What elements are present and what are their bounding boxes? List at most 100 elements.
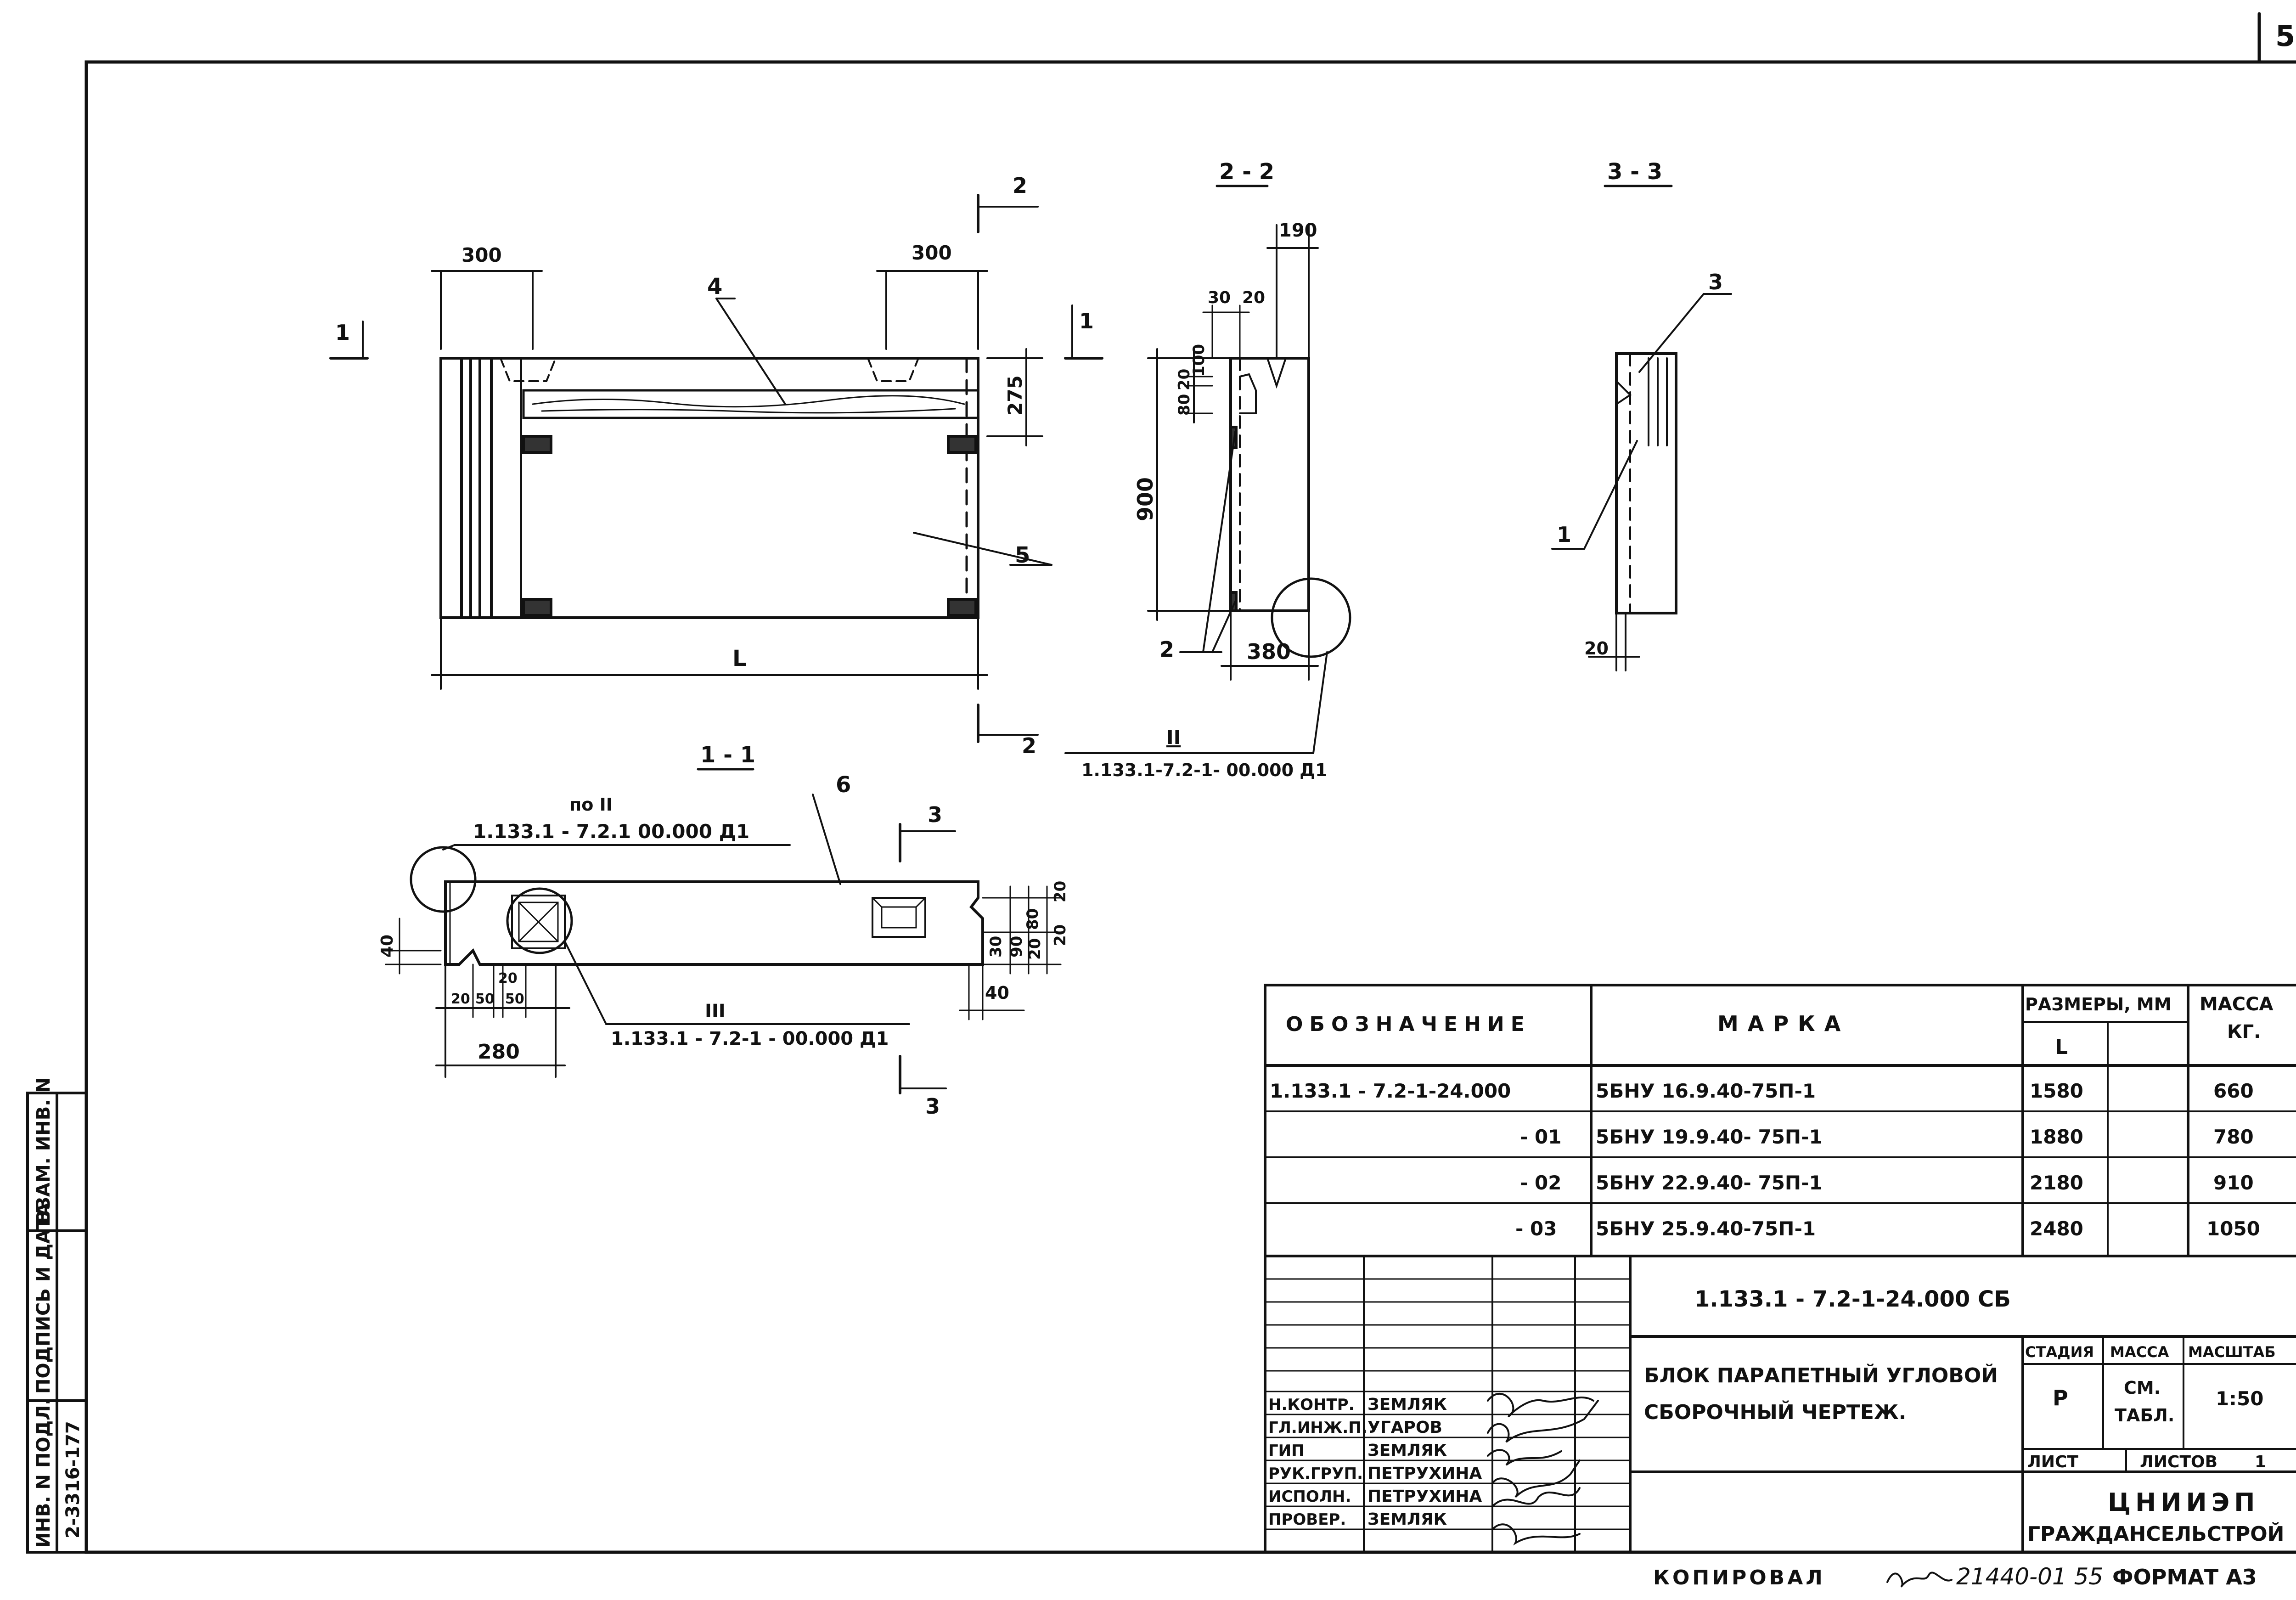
org-name-1: ЦНИИЭП	[2108, 1488, 2260, 1517]
sheet-frame	[84, 12, 2296, 1554]
s11-dim-r-30: 30	[987, 936, 1005, 958]
spec-header-mark: МАРКА	[1717, 1011, 1850, 1036]
spec-row-mark: 5БНУ 22.9.40- 75П-1	[1596, 1172, 1823, 1194]
staff-role: ГИП	[1268, 1442, 1305, 1460]
org-name-2: ГРАЖДАНСЕЛЬСТРОЙ	[2027, 1521, 2284, 1546]
staff-name: ПЕТРУХИНА	[1367, 1464, 1482, 1483]
plan-dim-right: 300	[912, 242, 952, 264]
s11-dim-r-40: 40	[985, 983, 1009, 1003]
s11-label-6: 6	[836, 772, 851, 798]
section-2-2-title: 2 - 2	[1219, 159, 1274, 185]
spec-header-mass: МАССА	[2200, 994, 2273, 1015]
cut-3-top: 3	[928, 802, 942, 827]
staff-role: РУК.ГРУП.	[1268, 1465, 1363, 1483]
section-3-3-title: 3 - 3	[1607, 159, 1662, 185]
copier-signature	[1886, 1572, 1953, 1588]
s22-dim-30: 30	[1208, 288, 1231, 307]
s22-dim-80: 80	[1175, 394, 1193, 416]
copy-note: 21440-01 55	[1956, 1563, 2103, 1590]
sheets-label: ЛИСТОВ	[2140, 1453, 2217, 1471]
spec-row-mass: 660	[2213, 1080, 2254, 1102]
s11-dim-r-20b: 20	[1051, 924, 1069, 946]
stage-label: СТАДИЯ	[2025, 1343, 2094, 1361]
sheets-value: 1	[2255, 1453, 2266, 1471]
spec-row-designation: 1.133.1 - 7.2-1-24.000	[1270, 1080, 1511, 1102]
staff-role: Н.КОНТР.	[1268, 1396, 1355, 1414]
left-strip-vzam: ВЗАМ. ИНВ. N	[33, 1077, 54, 1224]
s11-dim-280: 280	[478, 1040, 520, 1064]
left-strip	[26, 1092, 88, 1554]
staff-row: ИСПОЛН. ПЕТРУХИНА	[1268, 1487, 1482, 1506]
s11-dim-r-90: 90	[1007, 936, 1026, 958]
spec-row-mass: 1050	[2206, 1217, 2260, 1240]
plan-dim-height: 275	[1004, 375, 1026, 416]
s11-dim-r-20c: 20	[1026, 938, 1044, 960]
spec-row-mark: 5БНУ 19.9.40- 75П-1	[1596, 1126, 1823, 1148]
doc-title-line2: СБОРОЧНЫЙ ЧЕРТЕЖ.	[1644, 1400, 1907, 1424]
copied-by-label: КОПИРОВАЛ	[1653, 1566, 1825, 1589]
left-strip-podpis: ПОДПИСЬ И ДАТА	[33, 1203, 54, 1394]
s11-dim-b-20: 20	[451, 991, 470, 1007]
format-label: ФОРМАТ А3	[2112, 1565, 2257, 1589]
s22-node-ref: 1.133.1-7.2-1- 00.000 Д1	[1081, 760, 1328, 780]
stage-value: Р	[2053, 1386, 2068, 1410]
spec-table	[1264, 984, 2296, 1257]
spec-row: - 03 5БНУ 25.9.40-75П-1 2480 1050	[1515, 1217, 2260, 1240]
staff-role: ПРОВЕР.	[1268, 1510, 1346, 1529]
section-1-1	[385, 768, 1062, 1094]
sheet-label: ЛИСТ	[2027, 1453, 2078, 1471]
s11-dim-40-left: 40	[378, 935, 397, 958]
s11-dim-b-50: 50	[475, 991, 495, 1007]
left-strip-inv-podl: ИНВ. N ПОДЛ.	[33, 1398, 54, 1548]
staff-row: ГИП ЗЕМЛЯК	[1268, 1441, 1447, 1460]
plan-label-5: 5	[1015, 542, 1030, 568]
s33-dim-20: 20	[1584, 638, 1609, 659]
signatures	[1487, 1393, 1599, 1546]
s11-dim-r-20a: 20	[1051, 881, 1069, 902]
section-2-2	[1064, 185, 1351, 754]
s22-node-ii: II	[1166, 726, 1181, 749]
title-block	[1264, 1255, 2296, 1554]
spec-row-L: 1580	[2030, 1080, 2083, 1102]
s33-label-3: 3	[1708, 270, 1723, 294]
cut-2-top: 2	[1013, 173, 1027, 198]
spec-row: 1.133.1 - 7.2-1-24.000 5БНУ 16.9.40-75П-…	[1270, 1080, 2254, 1102]
spec-row-mark: 5БНУ 25.9.40-75П-1	[1596, 1217, 1816, 1240]
s11-dim-b-20b: 20	[498, 970, 518, 986]
spec-row-L: 1880	[2030, 1126, 2083, 1148]
scale-value: 1:50	[2216, 1387, 2263, 1410]
s11-node-iii-ref: 1.133.1 - 7.2-1 - 00.000 Д1	[611, 1028, 889, 1049]
staff-role: ГЛ.ИНЖ.П.	[1268, 1419, 1367, 1437]
cut-1-left: 1	[335, 320, 350, 345]
staff-row: Н.КОНТР. ЗЕМЛЯК	[1268, 1395, 1447, 1414]
section-3-3	[1551, 185, 1732, 671]
s22-dim-380: 380	[1247, 639, 1291, 664]
spec-row-mass: 910	[2213, 1172, 2254, 1194]
staff-name: ЗЕМЛЯК	[1367, 1395, 1447, 1414]
cut-1-right: 1	[1079, 309, 1094, 333]
spec-row: - 01 5БНУ 19.9.40- 75П-1 1880 780	[1520, 1126, 2254, 1148]
staff-name: ЗЕМЛЯК	[1367, 1510, 1447, 1529]
mass-label: МАССА	[2110, 1343, 2169, 1361]
spec-header-dims: РАЗМЕРЫ, ММ	[2025, 994, 2172, 1014]
doc-title-line1: БЛОК ПАРАПЕТНЫЙ УГЛОВОЙ	[1644, 1363, 1998, 1387]
s22-dim-190: 190	[1279, 220, 1317, 241]
s22-dim-20: 20	[1242, 288, 1265, 307]
spec-row-L: 2480	[2030, 1217, 2083, 1240]
plan-view	[329, 194, 1103, 743]
spec-header-designation: ОБОЗНАЧЕНИЕ	[1286, 1013, 1531, 1036]
s11-dim-r-80: 80	[1024, 908, 1042, 930]
cut-3-bottom: 3	[925, 1094, 940, 1119]
spec-row-L: 2180	[2030, 1172, 2083, 1194]
mass-value-1: СМ.	[2124, 1378, 2161, 1398]
spec-header-dim-L: L	[2055, 1036, 2068, 1059]
s22-dim-20b: 20	[1175, 369, 1193, 390]
plan-dim-left: 300	[461, 244, 502, 266]
staff-row: ПРОВЕР. ЗЕМЛЯК	[1268, 1510, 1447, 1529]
spec-row-mark: 5БНУ 16.9.40-75П-1	[1596, 1080, 1816, 1102]
spec-row-designation: - 03	[1515, 1217, 1557, 1240]
cut-2-bottom: 2	[1022, 733, 1036, 758]
staff-row: РУК.ГРУП. ПЕТРУХИНА	[1268, 1464, 1482, 1483]
section-1-1-title: 1 - 1	[700, 742, 755, 768]
